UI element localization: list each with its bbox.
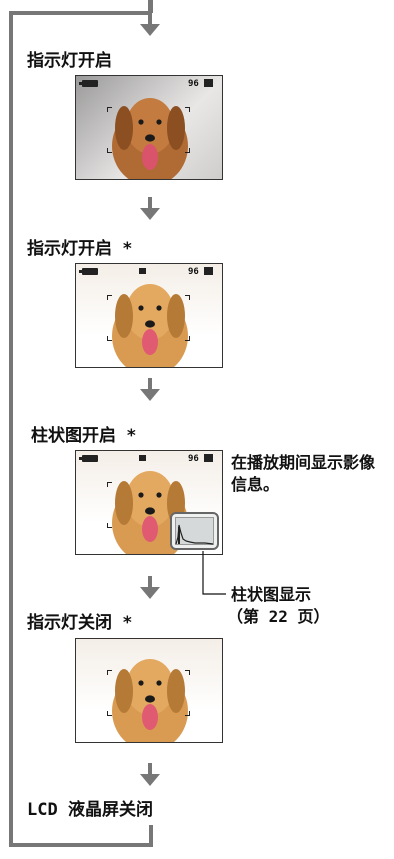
dog-photo (112, 98, 188, 179)
memory-card-icon (204, 79, 213, 87)
memory-card-icon (139, 268, 146, 274)
histogram-callout-page: （第 22 页） (227, 607, 330, 626)
step-label-indicator-on-plus: 指示灯开启 * (27, 239, 133, 259)
histogram-callout-title: 柱状图显示 (231, 585, 312, 604)
histogram-icon (170, 512, 219, 550)
step-label-indicator-on: 指示灯开启 (27, 51, 112, 71)
step-label-indicator-off: 指示灯关闭 * (27, 613, 133, 633)
remaining-count: 96 (188, 79, 199, 89)
battery-icon (79, 455, 98, 462)
dog-photo (112, 284, 188, 367)
remaining-count: 96 (188, 454, 199, 464)
step-label-lcd-off: LCD 液晶屏关闭 (27, 800, 153, 820)
step-label-histogram-on: 柱状图开启 * (31, 426, 137, 446)
dog-photo (112, 471, 188, 554)
memory-card-icon (139, 455, 146, 461)
dog-photo (112, 659, 188, 742)
battery-icon (79, 80, 98, 87)
battery-icon (79, 268, 98, 275)
memory-card-icon (204, 267, 213, 275)
lcd-screen-indicator-on-plus: 96 (75, 263, 223, 368)
side-note: 在播放期间显示影像信息。 (231, 453, 376, 494)
lcd-screen-indicator-on: 96 (75, 75, 223, 180)
remaining-count: 96 (188, 267, 199, 277)
lcd-screen-histogram-on: 96 (75, 450, 223, 555)
lcd-screen-indicator-off (75, 638, 223, 743)
memory-card-icon (204, 454, 213, 462)
